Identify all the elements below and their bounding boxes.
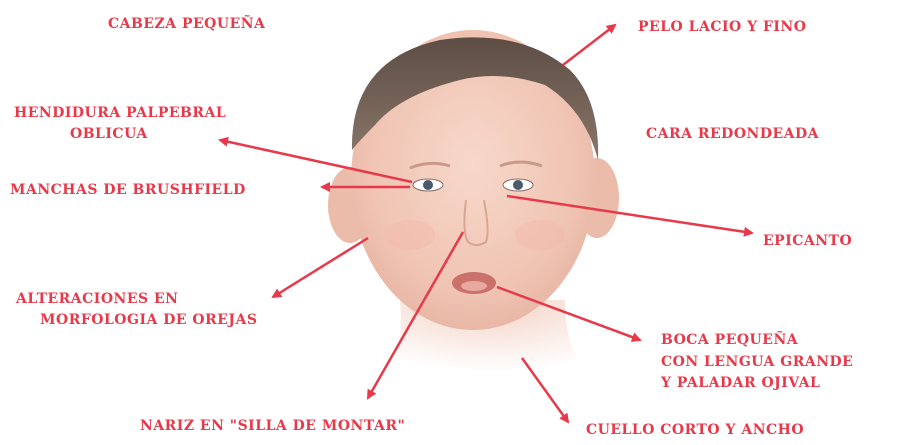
label-hendidura-line2: OBLICUA (70, 124, 148, 145)
label-boca-line2: CON LENGUA GRANDE (661, 352, 853, 373)
label-nariz-silla-montar: NARIZ EN "SILLA DE MONTAR" (140, 416, 405, 437)
child-face-illustration (328, 30, 619, 390)
label-pelo-lacio-fino: PELO LACIO Y FINO (638, 17, 806, 38)
label-cabeza-pequena: CABEZA PEQUEÑA (108, 14, 265, 35)
label-orejas-line1: ALTERACIONES EN (16, 289, 178, 310)
label-boca-line1: BOCA PEQUEÑA (661, 330, 798, 351)
label-epicanto: EPICANTO (763, 231, 852, 252)
label-boca-line3: Y PALADAR OJIVAL (661, 373, 820, 394)
label-manchas-brushfield: MANCHAS DE BRUSHFIELD (10, 180, 246, 201)
label-hendidura-line1: HENDIDURA PALPEBRAL (14, 103, 226, 124)
label-orejas-line2: MORFOLOGIA DE OREJAS (40, 310, 258, 331)
arrow-orejas (273, 238, 368, 297)
label-cuello-corto-ancho: CUELLO CORTO Y ANCHO (586, 420, 804, 441)
arrow-pelo (563, 25, 615, 65)
label-cara-redondeada: CARA REDONDEADA (646, 124, 819, 145)
